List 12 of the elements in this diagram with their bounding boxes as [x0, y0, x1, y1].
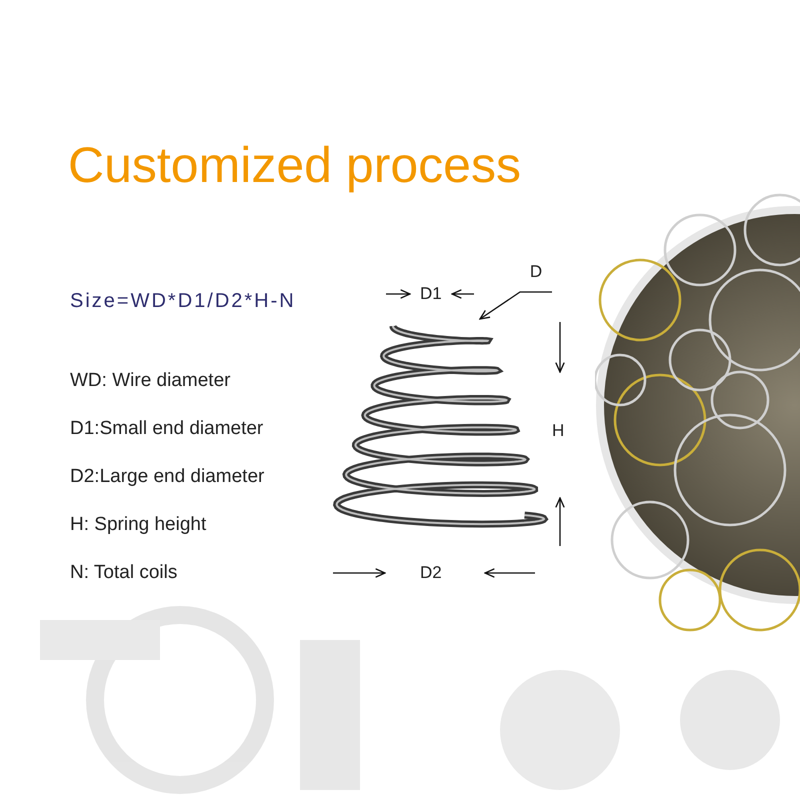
legend-text: D2:Large end diameter: [70, 466, 264, 488]
legend-text: WD: Wire diameter: [70, 370, 230, 392]
dimension-label: D1: [420, 284, 442, 304]
title: Customized process: [68, 136, 521, 194]
legend-text: H: Spring height: [70, 514, 206, 536]
legend-text: D1:Small end diameter: [70, 418, 264, 440]
dimension-label: H: [552, 421, 564, 441]
dimension-label: D2: [420, 563, 442, 583]
callout-label: D: [516, 262, 556, 292]
legend-text: N: Total coils: [70, 562, 178, 584]
leader-line: [479, 291, 552, 320]
size-formula: Size=WD*D1/D2*H-N: [70, 290, 296, 313]
